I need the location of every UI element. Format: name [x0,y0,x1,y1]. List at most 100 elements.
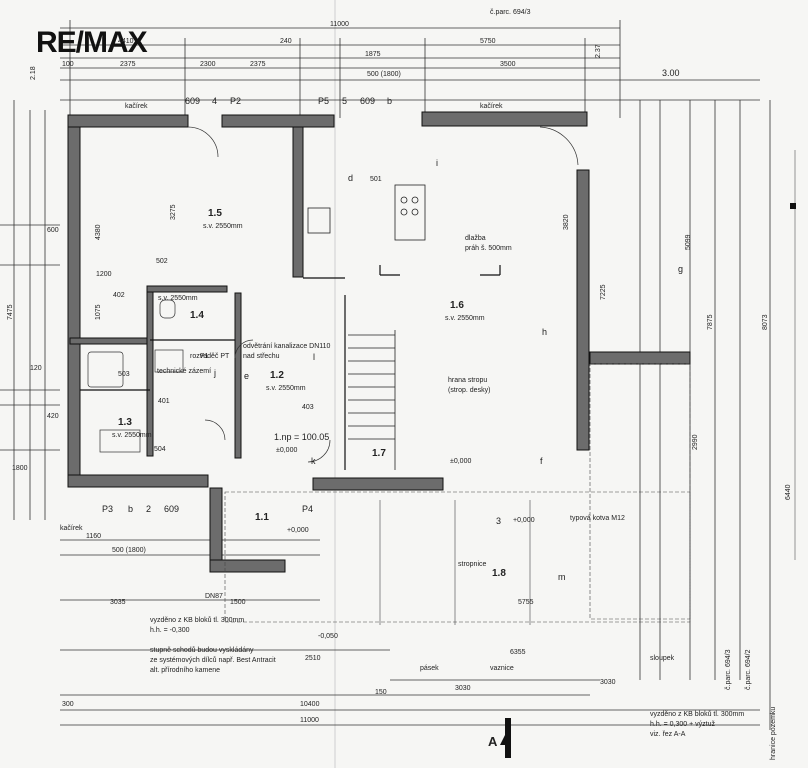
dim-left-420: 420 [47,413,59,420]
interior-partitions [80,265,501,470]
dim-bottom-5755: 5755 [518,599,534,606]
dim-bottom-300: 300 [62,701,74,708]
label-dn: DN87 [205,593,223,600]
dim-top-2375b: 2375 [250,61,266,68]
label-hh2: h.h. = 0,300 + výztuž [650,721,715,728]
label-rozvadec: rozvaděč PT [190,353,230,360]
dim-bottom-10400: 10400 [300,701,320,708]
marker-f: f [540,456,543,466]
marker-d: d [348,173,353,183]
door-swings [187,126,579,463]
label-hrana: hrana stropu [448,377,487,384]
marker-k: k [311,456,316,466]
room-1-3: 1.3 [118,417,132,428]
label-tech: technické zázemí [157,368,211,375]
label-nad: nad střechu [243,353,280,360]
dim-bottom-3035: 3035 [110,599,126,606]
dim-top-3500: 3500 [500,61,516,68]
label-odvetrani: odvětrání kanalizace DN110 [243,343,331,350]
label-typova: typová kotva M12 [570,515,625,522]
dim-bottom-500: 500 (1800) [112,547,146,554]
label-kacirek-top2: kačírek [480,103,503,110]
dim-right-7225: 7225 [600,284,607,300]
room-1-4-area: s.v. 2550mm [158,295,198,302]
window-tag-5: 5 [342,96,347,106]
room-1-6-area: s.v. 2550mm [445,315,485,322]
dim-top-100: 100 [62,61,74,68]
label-zero2: +0,000 [287,527,309,534]
dim-bottom-total: 11000 [300,717,319,724]
dim-left-4380: 4380 [95,224,102,240]
remax-logo: RE/MAX [36,26,148,59]
dim-top-1875: 1875 [365,51,381,58]
top-dimension-lines [60,20,760,118]
window-tag-609: 609 [185,96,200,106]
dim-top-2300: 2300 [200,61,216,68]
dim-left-120: 120 [30,365,42,372]
label-prah: práh š. 500mm [465,245,512,252]
bathroom-fixtures [87,299,184,453]
right-edge-mark [790,203,796,209]
tag-609: 609 [164,504,179,514]
dim-bottom-3030b: 3030 [600,679,616,686]
tag-502: 502 [156,258,168,265]
label-sloupek: sloupek [650,655,675,662]
room-1-6: 1.6 [450,300,464,311]
label-alt: alt. přírodního kamene [150,667,220,674]
dim-right-6440: 6440 [785,484,792,500]
room-1-8: 1.8 [492,568,506,579]
window-tag-p2: P2 [230,96,241,106]
dim-bottom-1160: 1160 [86,533,101,540]
marker-i: i [436,158,438,168]
label-minus50: -0,050 [318,633,338,640]
dim-top-3m: 3.00 [662,68,680,78]
staircase [348,330,396,470]
dim-top-2375: 2375 [120,61,136,68]
tag-p4: P4 [302,504,313,514]
label-vyzdeno2: vyzděno z KB bloků tl. 300mm [650,710,744,718]
label-pasek: pásek [420,665,439,672]
kitchen-counter [307,184,426,241]
tag-p1: P1 [200,353,209,360]
exterior-walls [67,111,691,573]
tag-401: 401 [158,398,170,405]
room-1-7: 1.7 [372,448,386,459]
label-ze: ze systémových dílců např. Best Antracit [150,656,276,664]
window-tag-b: b [387,96,392,106]
room-1-4: 1.4 [190,310,204,321]
label-kacirek: kačírek [60,525,83,532]
section-letter-a: A [488,734,498,749]
label-vaznice: vaznice [490,665,514,672]
tag-501: 501 [370,176,382,183]
dim-right-7875: 7875 [707,314,714,330]
label-kacirek-top: kačírek [125,103,148,110]
label-parc3: č.parc. 694/2 [745,649,752,690]
label-zero: ±0,000 [276,447,297,454]
label-vyzdeno: vyzděno z KB bloků tl. 300mm [150,616,244,624]
tag-403: 403 [302,404,314,411]
label-parc2: č.parc. 694/3 [725,649,732,690]
window-tag-4: 4 [212,96,217,106]
dim-bottom-1500: 1500 [230,599,246,606]
marker-b: b [128,504,133,514]
window-tag-609b: 609 [360,96,375,106]
dim-top-240: 240 [280,38,292,45]
label-hranice: hranice pozemku [770,707,777,760]
dim-bottom-150: 150 [375,689,387,696]
dim-bottom-2510: 2510 [305,655,321,662]
dim-right-2990: 2990 [692,434,699,450]
dim-top-5750: 5750 [480,38,496,45]
tag-2: 2 [146,504,151,514]
dim-top-218: 2.18 [30,66,37,80]
tag-402: 402 [113,292,125,299]
room-1-1: 1.1 [255,512,269,523]
dim-right-3820: 3820 [563,214,570,230]
label-stupne: stupně schodů budou vyskládány [150,646,254,654]
label-np: 1.np = 100.05 [274,432,329,442]
tag-504: 504 [154,446,166,453]
dim-total-top: 11000 [330,21,349,28]
tag-p3: P3 [102,504,113,514]
marker-j: j [213,368,216,378]
dim-top-4410: 4410 [118,38,134,45]
